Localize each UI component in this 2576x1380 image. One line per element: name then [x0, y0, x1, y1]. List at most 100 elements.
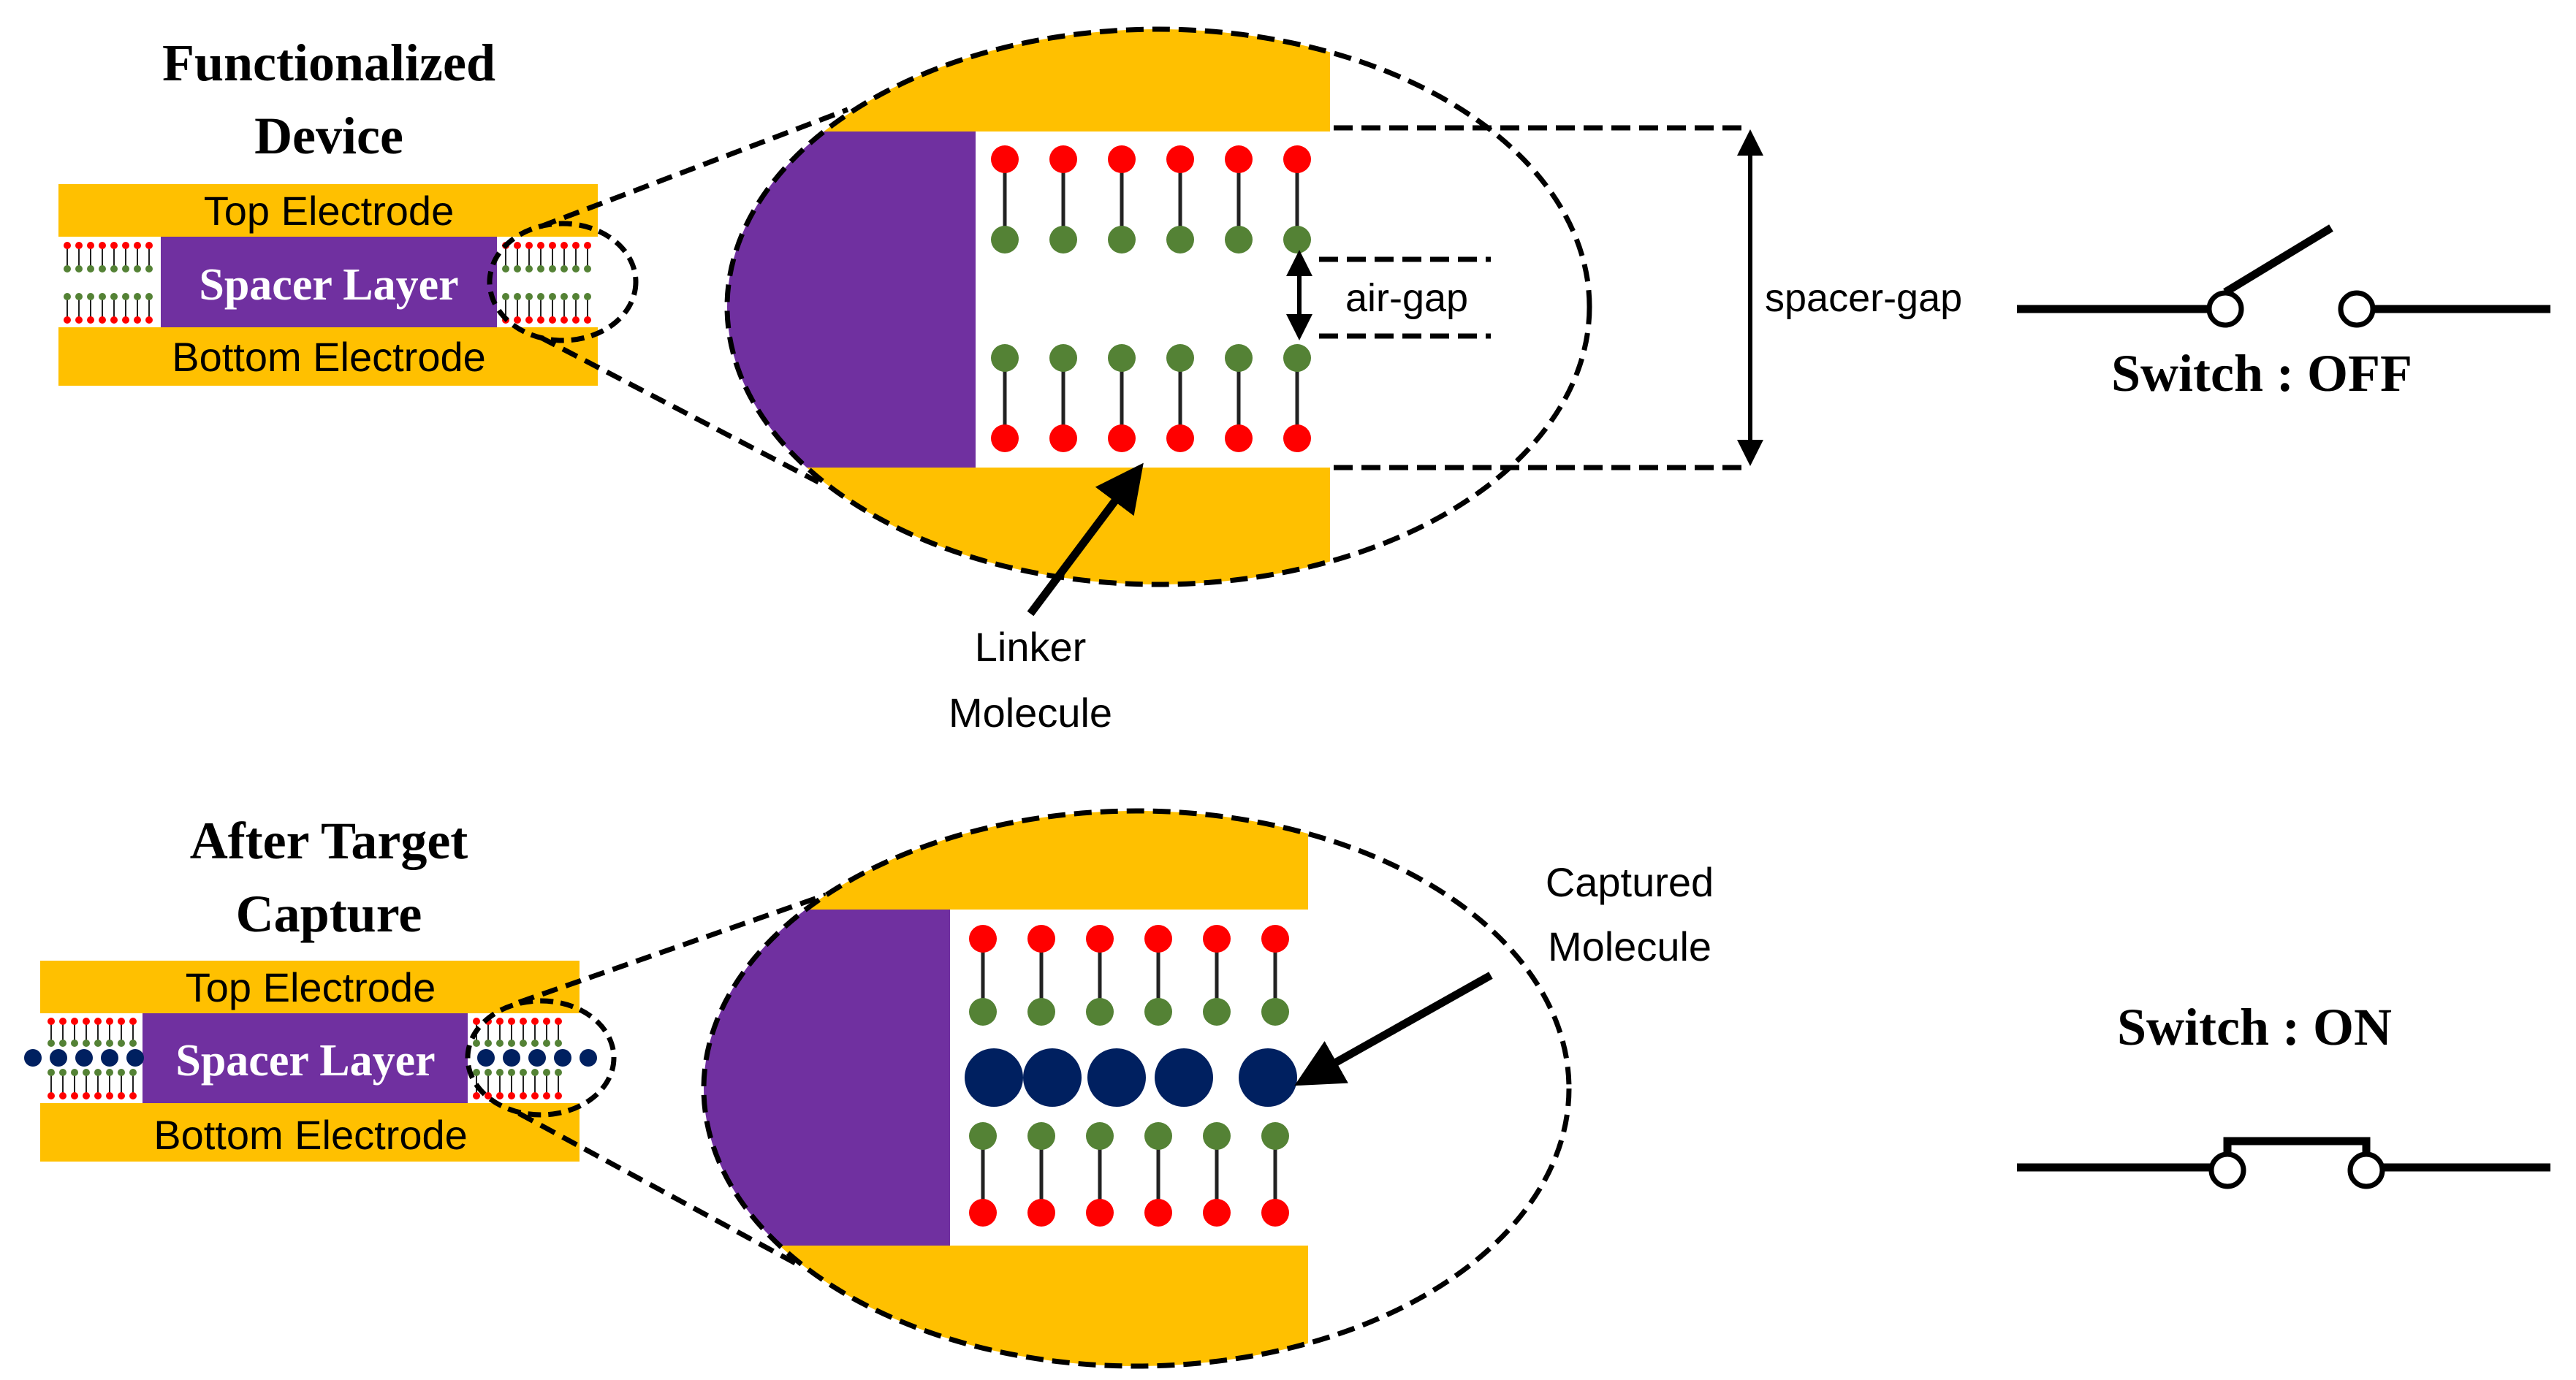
zoomed-view-bottom: [701, 808, 1572, 1369]
linker-head: [543, 1040, 550, 1047]
linker-tail: [94, 1092, 102, 1099]
linker-head: [71, 1069, 78, 1076]
linker-tail: [87, 242, 94, 249]
zoom-linker-molecules: [991, 145, 1311, 452]
linker-head: [572, 265, 580, 272]
linker-head: [473, 1069, 480, 1076]
linker-head: [537, 293, 544, 300]
linker-tail: [525, 316, 533, 324]
captured-molecule: [1023, 1048, 1082, 1107]
linker-tail: [520, 1018, 527, 1025]
mini-captured-molecule: [24, 1049, 42, 1067]
linker-tail: [1261, 1199, 1289, 1227]
linker-head: [1203, 1122, 1231, 1150]
linker-tail: [71, 1018, 78, 1025]
linker-tail: [1144, 925, 1172, 953]
mini-captured-molecule: [554, 1049, 571, 1067]
linker-tail: [572, 316, 580, 324]
zoom-top-electrode: [727, 29, 1330, 131]
linker-head: [122, 293, 129, 300]
linker-head: [1166, 226, 1194, 253]
linker-tail: [1283, 424, 1311, 452]
linker-head: [473, 1040, 480, 1047]
linker-head: [991, 226, 1019, 253]
linker-head: [1283, 344, 1311, 372]
linker-head: [110, 265, 118, 272]
linker-head: [106, 1069, 113, 1076]
linker-head: [572, 293, 580, 300]
linker-head: [561, 265, 568, 272]
linker-head: [1086, 998, 1114, 1026]
switch-off-left-contact: [2206, 290, 2244, 328]
linker-tail: [485, 1092, 492, 1099]
linker-head: [87, 265, 94, 272]
captured-arrow: [1294, 972, 1493, 1086]
linker-head: [1144, 1122, 1172, 1150]
linker-head: [1108, 226, 1136, 253]
bottom-electrode-label: Bottom Electrode: [153, 1112, 468, 1158]
linker-head: [118, 1040, 125, 1047]
top-electrode-label: Top Electrode: [204, 188, 454, 234]
linker-head: [508, 1069, 515, 1076]
linker-head: [1261, 998, 1289, 1026]
switch-off-right-contact: [2338, 290, 2376, 328]
linker-tail: [531, 1018, 539, 1025]
linker-head: [129, 1040, 137, 1047]
functionalized-device-panel: Functionalized Device Top Electrode Bott…: [58, 26, 2550, 736]
linker-tail: [473, 1018, 480, 1025]
linker-head: [991, 344, 1019, 372]
linker-tail: [1225, 145, 1253, 173]
mini-captured-molecule: [50, 1049, 67, 1067]
small-device-top: Top Electrode Bottom Electrode Spacer La…: [58, 184, 639, 386]
linker-head: [1203, 998, 1231, 1026]
linker-tail: [59, 1018, 67, 1025]
captured-molecule: [965, 1048, 1023, 1107]
linker-tail: [122, 242, 129, 249]
linker-head: [543, 1069, 550, 1076]
after-capture-title-line1: After Target: [190, 812, 468, 870]
switch-on-right-contact: [2347, 1151, 2385, 1189]
bottom-electrode-bar: [40, 1103, 580, 1162]
zoom-region-outline: [465, 998, 617, 1118]
zoom-linker-molecules: [965, 925, 1297, 1227]
linker-head: [1261, 1122, 1289, 1150]
linker-tail: [1261, 925, 1289, 953]
small-device-bottom: Top Electrode Bottom Electrode Spacer La…: [24, 961, 617, 1162]
mini-linker-molecules: [24, 1018, 597, 1099]
linker-tail: [1027, 1199, 1055, 1227]
linker-tail: [561, 242, 568, 249]
linker-tail: [1086, 925, 1114, 953]
linker-tail: [59, 1092, 67, 1099]
spacer-layer-block: [143, 1013, 468, 1103]
linker-head: [520, 1069, 527, 1076]
linker-tail: [543, 1018, 550, 1025]
linker-tail: [514, 242, 521, 249]
zoom-ellipse-outline: [724, 26, 1592, 587]
linker-head: [59, 1040, 67, 1047]
zoom-ellipse-outline: [701, 808, 1572, 1369]
linker-head: [1283, 226, 1311, 253]
linker-head: [1027, 998, 1055, 1026]
switch-on-bar: [2223, 1137, 2371, 1154]
linker-tail: [991, 145, 1019, 173]
linker-tail: [549, 316, 556, 324]
linker-head: [549, 293, 556, 300]
switch-on-symbol: Switch : ON: [2017, 998, 2550, 1189]
linker-tail: [1049, 145, 1077, 173]
linker-tail: [969, 1199, 997, 1227]
linker-head: [1027, 1122, 1055, 1150]
linker-arrow: [1027, 462, 1144, 617]
linker-tail: [110, 242, 118, 249]
linker-head: [94, 1069, 102, 1076]
linker-head: [584, 293, 591, 300]
linker-tail: [543, 1092, 550, 1099]
linker-tail: [561, 316, 568, 324]
linker-head: [485, 1040, 492, 1047]
linker-head: [134, 265, 141, 272]
linker-tail: [1086, 1199, 1114, 1227]
linker-tail: [496, 1018, 504, 1025]
linker-head: [1086, 1122, 1114, 1150]
captured-molecule-annotation: Captured Molecule: [1294, 859, 1714, 1086]
linker-tail: [71, 1092, 78, 1099]
linker-tail: [99, 316, 106, 324]
